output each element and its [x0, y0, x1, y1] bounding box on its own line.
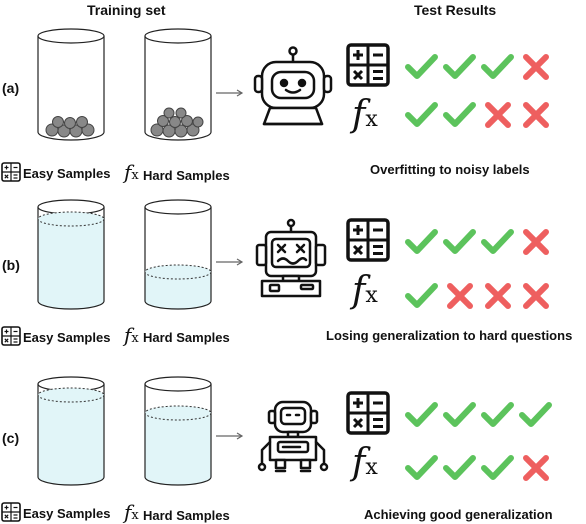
function-fx-icon: fx: [352, 270, 378, 311]
calculator-icon: [346, 218, 390, 262]
cross-icon: [526, 458, 546, 478]
cross-icon: [488, 105, 508, 125]
check-icon: [484, 57, 511, 76]
easy-cylinder-a: [37, 28, 105, 141]
check-icon: [408, 405, 435, 424]
hard-legend-a: Hard Samples: [143, 168, 230, 183]
calculator-icon: [346, 391, 390, 435]
hard-legend-c: Hard Samples: [143, 508, 230, 523]
broken-robot-icon: [255, 218, 327, 298]
test-results-header: Test Results: [414, 2, 497, 18]
caption-a: Overfitting to noisy labels: [370, 162, 530, 177]
check-icon: [408, 286, 435, 305]
calculator-icon: [1, 326, 21, 346]
hard-cylinder-a: [144, 28, 212, 141]
check-icon: [408, 458, 435, 477]
easy-cylinder-c: [37, 376, 105, 486]
calculator-icon: [1, 502, 21, 522]
happy-robot-icon: [253, 46, 333, 126]
check-icon: [408, 57, 435, 76]
row-label-a: (a): [2, 80, 20, 96]
caption-c: Achieving good generalization: [364, 507, 553, 522]
pebbles-hard-a: [150, 107, 204, 138]
check-icon: [408, 232, 435, 251]
check-icon: [484, 458, 511, 477]
cross-icon: [526, 105, 546, 125]
calculator-icon: [346, 43, 390, 87]
check-icon: [446, 458, 473, 477]
check-icon: [446, 405, 473, 424]
cross-icon: [526, 286, 546, 306]
test-results-grid: [408, 57, 549, 478]
robot-icon: [257, 400, 329, 473]
easy-legend-b: Easy Samples: [23, 330, 111, 345]
arrow-icon: [215, 258, 243, 266]
easy-cylinder-b: [37, 199, 105, 310]
check-icon: [446, 57, 473, 76]
check-icon: [446, 105, 473, 124]
check-icon: [446, 232, 473, 251]
row-label-c: (c): [2, 430, 20, 446]
function-fx-icon: fx: [352, 94, 378, 135]
cross-icon: [450, 286, 470, 306]
arrow-icon: [215, 89, 243, 97]
calculator-icon: [1, 162, 21, 182]
hard-legend-b: Hard Samples: [143, 330, 230, 345]
function-fx-icon: fx: [352, 442, 378, 483]
function-fx-icon: fx: [124, 160, 139, 184]
arrow-icon: [215, 432, 243, 440]
hard-cylinder-c: [144, 376, 212, 486]
function-fx-icon: fx: [124, 323, 139, 347]
easy-legend-a: Easy Samples: [23, 166, 111, 181]
check-icon: [408, 105, 435, 124]
row-label-b: (b): [2, 257, 20, 273]
cross-icon: [526, 57, 546, 77]
pebbles-easy-a: [45, 116, 95, 138]
cross-icon: [488, 286, 508, 306]
cross-icon: [526, 232, 546, 252]
caption-b: Losing generalization to hard questions: [326, 328, 573, 343]
check-icon: [484, 232, 511, 251]
check-icon: [484, 405, 511, 424]
hard-cylinder-b: [144, 199, 212, 310]
check-icon: [522, 405, 549, 424]
easy-legend-c: Easy Samples: [23, 506, 111, 521]
function-fx-icon: fx: [124, 500, 139, 524]
training-set-header: Training set: [87, 2, 166, 18]
